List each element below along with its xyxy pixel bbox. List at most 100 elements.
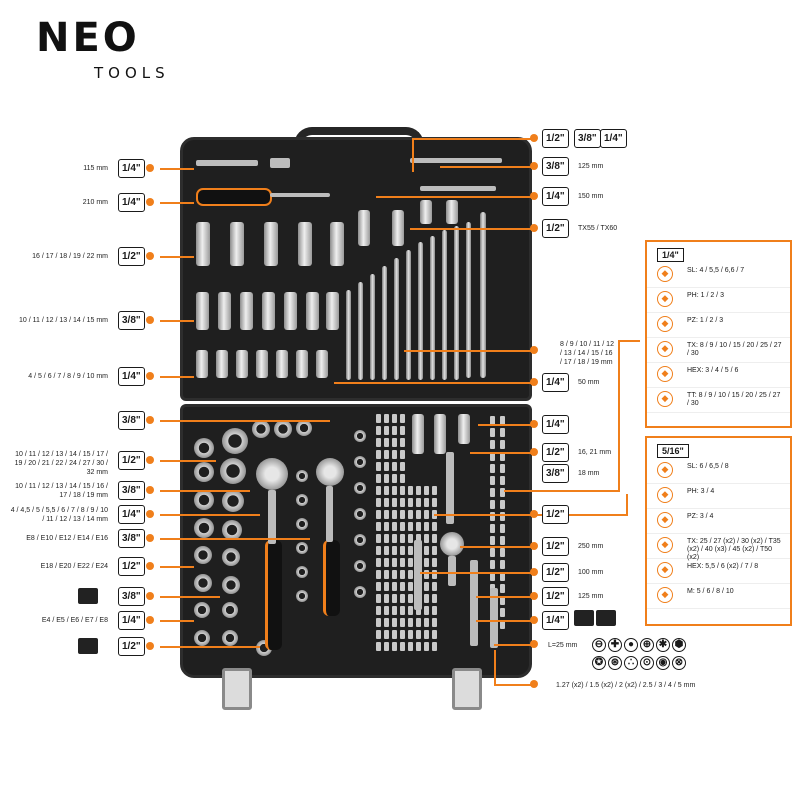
socket-small	[296, 542, 308, 554]
bit	[376, 630, 381, 639]
ratchet-neck	[326, 486, 333, 542]
bit	[392, 462, 397, 471]
callout-dot	[146, 592, 154, 600]
size-label: 250 mm	[578, 543, 604, 550]
wrench	[480, 212, 486, 378]
drive-badge: 1/2"	[118, 451, 145, 470]
bit	[392, 414, 397, 423]
bit	[400, 438, 405, 447]
bit	[392, 642, 397, 651]
bit	[500, 536, 505, 545]
bit	[392, 474, 397, 483]
bit	[424, 642, 429, 651]
drive-badge: 1/2"	[542, 443, 569, 462]
bit	[424, 558, 429, 567]
bit-row: ◆ HEX: 5,5 / 6 (x2) / 7 / 8	[647, 559, 790, 584]
ratchet-neck	[448, 556, 456, 586]
bit	[500, 452, 505, 461]
socket-small	[296, 494, 308, 506]
size-label: L=25 mm	[548, 642, 578, 649]
drive-badge: 1/4"	[542, 611, 569, 630]
bit	[400, 534, 405, 543]
wrench	[358, 282, 363, 380]
socket	[194, 518, 214, 538]
bit	[490, 476, 495, 485]
socket-deep	[276, 350, 288, 378]
bit	[424, 618, 429, 627]
bit-sizes: HEX: 3 / 4 / 5 / 6	[687, 367, 739, 374]
socket	[194, 438, 214, 458]
ratchet-head	[256, 458, 288, 490]
socket-deep	[306, 292, 319, 330]
size-label: 8 / 9 / 10 / 11 / 12 / 13 / 14 / 15 / 16…	[560, 341, 614, 366]
socket-small	[296, 470, 308, 482]
drive-badge: 3/8"	[542, 157, 569, 176]
hex-bit-icon: ◆	[657, 562, 673, 578]
bit	[416, 498, 421, 507]
bit	[384, 426, 389, 435]
size-label: 125 mm	[578, 163, 604, 170]
tbar-small	[420, 186, 496, 191]
extension-bar	[414, 540, 422, 610]
extension-bar	[470, 560, 478, 646]
bit	[408, 498, 413, 507]
bit	[384, 618, 389, 627]
pozidriv-bit-icon: ◆	[657, 316, 673, 332]
bit	[408, 606, 413, 615]
bit	[400, 450, 405, 459]
bit	[400, 642, 405, 651]
bit	[400, 618, 405, 627]
bit	[384, 570, 389, 579]
bit	[490, 428, 495, 437]
drive-badge: 1/4"	[118, 505, 145, 524]
bit	[376, 450, 381, 459]
callout-dot	[530, 192, 538, 200]
bit-type-icon: ◉	[656, 656, 670, 670]
bit	[384, 522, 389, 531]
bit-sizes: HEX: 5,5 / 6 (x2) / 7 / 8	[687, 563, 759, 570]
bit	[384, 630, 389, 639]
bit	[432, 558, 437, 567]
callout-dot	[146, 486, 154, 494]
bit	[376, 642, 381, 651]
socket-deep	[236, 350, 248, 378]
bit-type-icon: ⊙	[640, 656, 654, 670]
size-label: 4 / 5 / 6 / 7 / 8 / 9 / 10 mm	[28, 373, 108, 380]
bit-row: ◆PZ: 3 / 4	[647, 509, 790, 534]
size-label: 16, 21 mm	[578, 449, 612, 456]
phillips-bit-icon: ◆	[657, 487, 673, 503]
bit	[400, 570, 405, 579]
bit-type-icon: ⊛	[608, 656, 622, 670]
spinner-handle	[196, 188, 272, 206]
drive-badge: 1/4"	[600, 129, 627, 148]
bit	[400, 582, 405, 591]
bit	[500, 548, 505, 557]
bit	[408, 642, 413, 651]
socket	[222, 548, 240, 566]
bit-sizes: TX: 8 / 9 / 10 / 15 / 20 / 25 / 27 / 30	[687, 342, 782, 357]
bit	[500, 416, 505, 425]
bit	[500, 584, 505, 593]
case-latch-right	[452, 668, 482, 710]
tool-icon	[574, 610, 594, 626]
socket	[252, 420, 270, 438]
callout-dot	[530, 640, 538, 648]
bit	[400, 414, 405, 423]
bit	[376, 498, 381, 507]
bit	[400, 522, 405, 531]
bit	[392, 594, 397, 603]
bit	[376, 522, 381, 531]
brand-logo: NEO TOOLS	[36, 18, 170, 82]
drive-badge: 3/8"	[118, 529, 145, 548]
bit	[392, 534, 397, 543]
bit	[500, 560, 505, 569]
bit	[416, 534, 421, 543]
bit	[392, 606, 397, 615]
bit-sizes: TX: 25 / 27 (x2) / 30 (x2) / T35 (x2) / …	[687, 538, 781, 561]
callout-dot	[530, 616, 538, 624]
bit	[384, 438, 389, 447]
socket-small	[354, 508, 366, 520]
bit	[376, 594, 381, 603]
drive-badge: 1/4"	[118, 367, 145, 386]
bit	[376, 414, 381, 423]
